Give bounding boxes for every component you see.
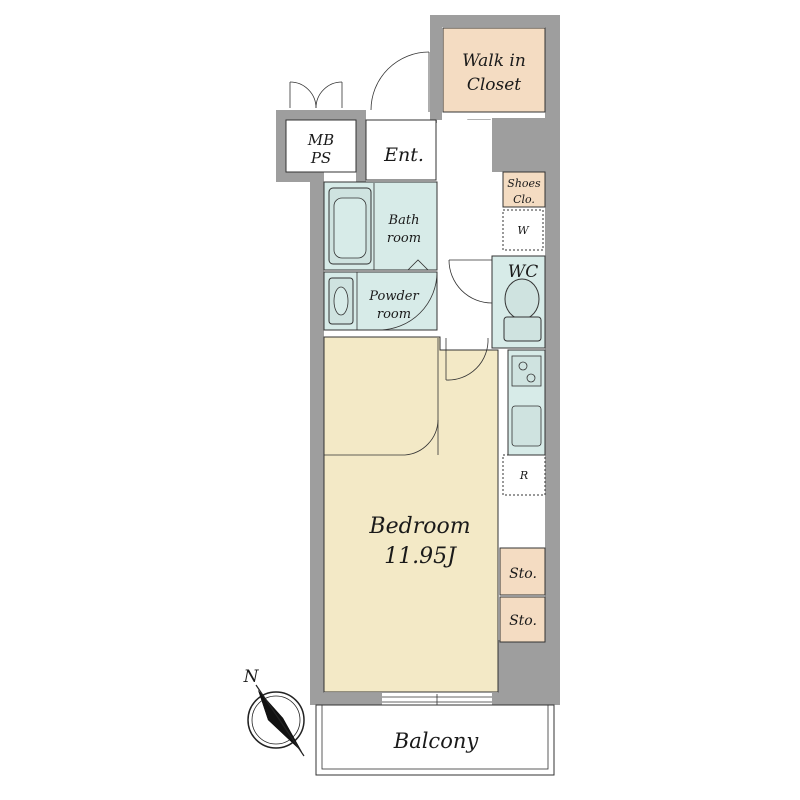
bathroom-label-1: Bath bbox=[388, 213, 420, 228]
toilet-tank bbox=[503, 316, 542, 342]
balcony-label: Balcony bbox=[393, 729, 480, 753]
walk-in-closet bbox=[442, 27, 546, 113]
storage-2-label: Sto. bbox=[509, 613, 537, 629]
refrigerator-space bbox=[502, 454, 546, 496]
toilet-bowl bbox=[504, 278, 540, 320]
stove-burner-1 bbox=[518, 361, 528, 371]
walk-in-closet-label-2: Closet bbox=[467, 75, 521, 95]
bathtub-inner bbox=[333, 197, 367, 259]
balcony-window bbox=[382, 694, 492, 705]
balcony bbox=[315, 704, 555, 776]
stove-burner-2 bbox=[526, 373, 536, 383]
hallway bbox=[437, 120, 492, 335]
shoes-closet-label-2: Clo. bbox=[513, 193, 535, 206]
entrance-label: Ent. bbox=[383, 144, 424, 166]
storage-1-label: Sto. bbox=[509, 566, 537, 582]
mbps-label-1: MB bbox=[307, 131, 334, 149]
powder-room-label-2: room bbox=[377, 307, 411, 322]
mbps-room bbox=[285, 119, 357, 173]
washer-label: W bbox=[517, 224, 530, 237]
hall-door-swing bbox=[445, 337, 489, 381]
washbasin-bowl bbox=[333, 286, 349, 316]
mbps-label-2: PS bbox=[310, 149, 331, 167]
bedroom-size: 11.95J bbox=[384, 544, 457, 569]
walls bbox=[276, 15, 560, 705]
bathroom-door-marker bbox=[407, 259, 429, 271]
powder-room-door-swing bbox=[378, 271, 438, 331]
compass: N bbox=[243, 667, 305, 757]
wc-label: WC bbox=[508, 262, 538, 282]
mbps-door-swing bbox=[289, 81, 343, 109]
shoes-closet-label-1: Shoes bbox=[507, 177, 541, 190]
walk-in-closet-label-1: Walk in bbox=[462, 51, 526, 71]
entrance-door-swing bbox=[370, 51, 430, 112]
refrigerator-label: R bbox=[519, 469, 528, 482]
balcony-rail bbox=[321, 704, 549, 770]
bedroom-label: Bedroom bbox=[368, 514, 470, 539]
wc-door-swing bbox=[448, 259, 493, 304]
powder-room-label-1: Powder bbox=[368, 289, 419, 304]
entrance bbox=[365, 119, 437, 181]
bathroom-label-2: room bbox=[387, 231, 421, 246]
kitchen-sink bbox=[511, 405, 542, 447]
stove bbox=[511, 355, 542, 387]
bedroom-door-swing bbox=[324, 338, 439, 456]
compass-north-label: N bbox=[243, 667, 260, 687]
storage-2 bbox=[499, 596, 546, 643]
storage-1 bbox=[499, 547, 546, 596]
shoes-closet bbox=[502, 171, 546, 208]
bedroom bbox=[323, 336, 499, 693]
washer-space bbox=[502, 209, 544, 251]
